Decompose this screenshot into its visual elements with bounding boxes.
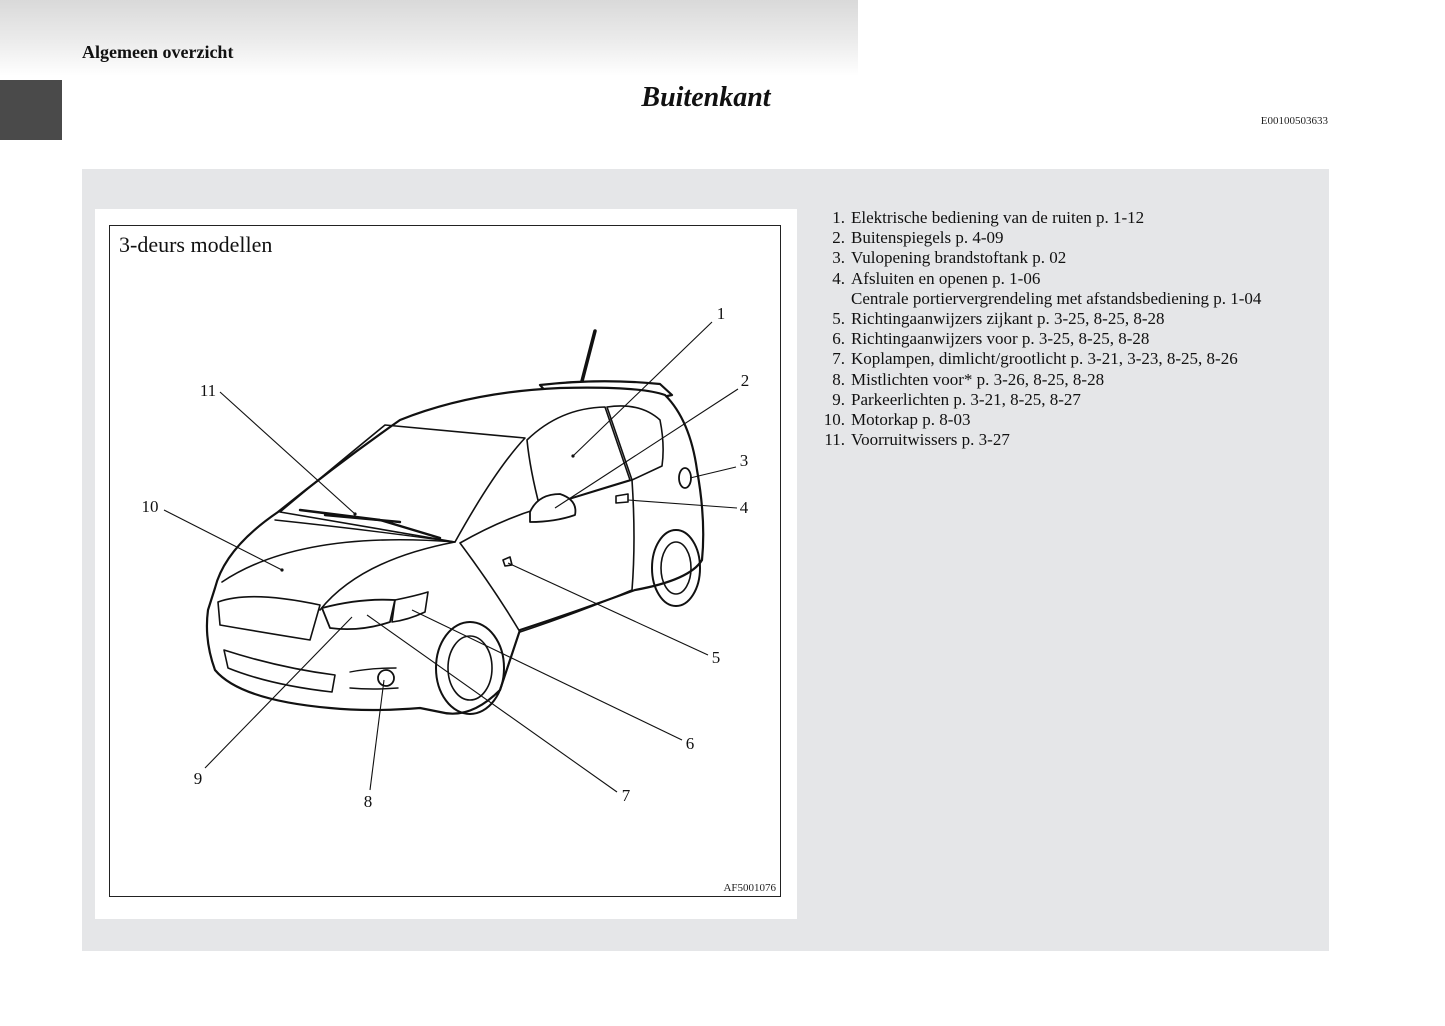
legend-label: Motorkap p. 8-03 — [851, 410, 971, 430]
legend-item: 9. Parkeerlichten p. 3-21, 8-25, 8-27 — [812, 390, 1312, 410]
figure-frame — [109, 225, 781, 897]
legend-item: 11. Voorruitwissers p. 3-27 — [812, 430, 1312, 450]
callout-8: 8 — [363, 792, 373, 811]
legend-item: 5. Richtingaanwijzers zijkant p. 3-25, 8… — [812, 309, 1312, 329]
legend-number: 11. — [824, 430, 845, 450]
page-title: Buitenkant — [641, 82, 771, 113]
legend-label: Mistlichten voor* p. 3-26, 8-25, 8-28 — [851, 369, 1105, 389]
legend-number: 10. — [823, 410, 845, 430]
legend-number: 4. — [832, 268, 845, 288]
section-tab-marker — [0, 80, 62, 140]
legend-item: 1. Elektrische bediening van de ruiten p… — [812, 208, 1312, 228]
document-code: E00100503633 — [1260, 115, 1328, 127]
callout-10: 10 — [141, 497, 159, 516]
legend-item: 2. Buitenspiegels p. 4-09 — [812, 228, 1312, 248]
callout-3: 3 — [739, 451, 749, 470]
legend-label: Buitenspiegels p. 4-09 — [851, 228, 1004, 248]
callout-5: 5 — [711, 648, 721, 667]
legend-item: 7. Koplampen, dimlicht/grootlicht p. 3-2… — [812, 349, 1312, 369]
legend-number: 8. — [832, 369, 845, 389]
legend-number: 7. — [832, 349, 845, 369]
legend-label: Parkeerlichten p. 3-21, 8-25, 8-27 — [851, 389, 1081, 409]
legend-number: 5. — [832, 309, 845, 329]
legend-item: 8. Mistlichten voor* p. 3-26, 8-25, 8-28 — [812, 370, 1312, 390]
legend-label: Elektrische bediening van de ruiten p. 1… — [851, 208, 1145, 227]
legend-number: 6. — [832, 329, 845, 349]
header-band — [0, 0, 858, 76]
callout-11: 11 — [199, 381, 217, 400]
callout-1: 1 — [716, 304, 726, 323]
legend-number: 2. — [832, 228, 845, 248]
legend-number: 9. — [832, 389, 845, 409]
callout-2: 2 — [740, 371, 750, 390]
parts-legend: 1. Elektrische bediening van de ruiten p… — [812, 208, 1312, 450]
section-title: Algemeen overzicht — [82, 42, 234, 62]
legend-sublabel: Centrale portiervergrendeling met afstan… — [851, 288, 1262, 308]
legend-label: Voorruitwissers p. 3-27 — [851, 430, 1010, 450]
legend-label: Vulopening brandstoftank p. 02 — [851, 248, 1067, 268]
callout-4: 4 — [739, 498, 749, 517]
legend-item: 3. Vulopening brandstoftank p. 02 — [812, 248, 1312, 268]
legend-label: Koplampen, dimlicht/grootlicht p. 3-21, … — [851, 349, 1238, 369]
callout-7: 7 — [621, 786, 631, 805]
legend-label: Richtingaanwijzers zijkant p. 3-25, 8-25… — [851, 309, 1165, 329]
callout-6: 6 — [685, 734, 695, 753]
legend-item: 10. Motorkap p. 8-03 — [812, 410, 1312, 430]
callout-9: 9 — [193, 769, 203, 788]
legend-number: 3. — [832, 248, 845, 268]
legend-number: 1. — [832, 208, 845, 227]
legend-item: 6. Richtingaanwijzers voor p. 3-25, 8-25… — [812, 329, 1312, 349]
figure-code: AF5001076 — [723, 882, 776, 894]
figure-heading: 3-deurs modellen — [119, 232, 273, 257]
legend-item: 4. Afsluiten en openen p. 1-06 — [812, 269, 1312, 289]
legend-label: Afsluiten en openen p. 1-06 — [851, 268, 1041, 288]
legend-label: Richtingaanwijzers voor p. 3-25, 8-25, 8… — [851, 329, 1150, 349]
